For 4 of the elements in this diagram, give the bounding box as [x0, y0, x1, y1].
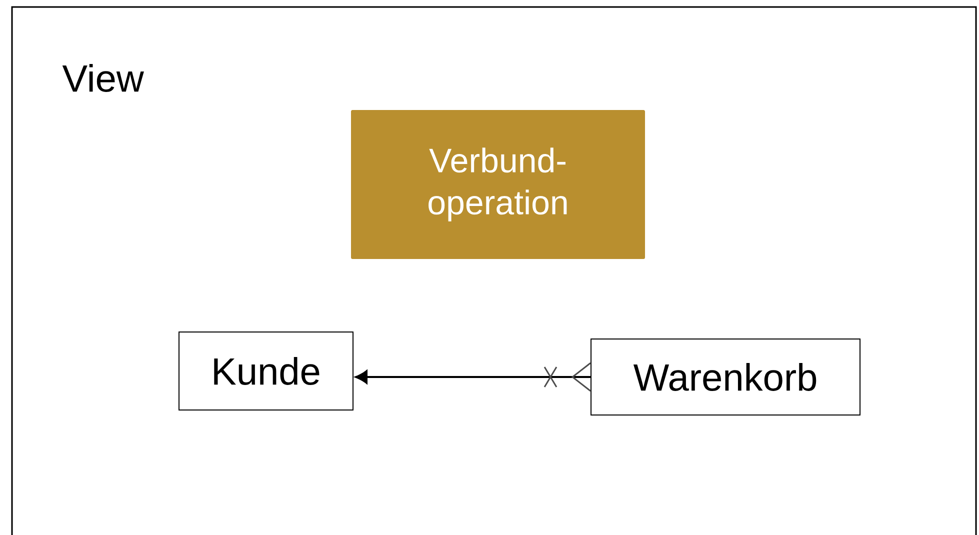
entity-box: Kunde: [178, 332, 354, 410]
operation-box: Verbund- operation: [351, 110, 645, 259]
entity-box: Warenkorb: [590, 338, 860, 416]
relationship-arrow: [355, 362, 591, 392]
